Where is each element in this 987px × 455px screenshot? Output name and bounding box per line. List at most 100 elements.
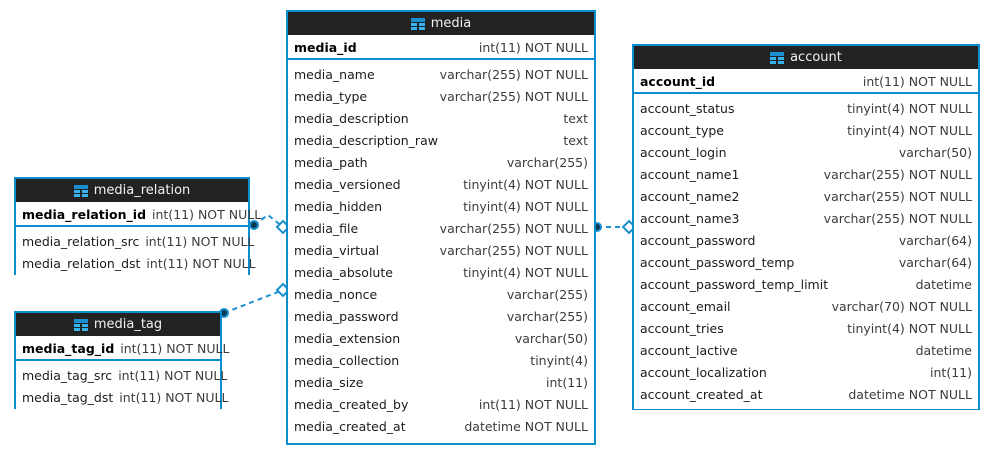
field-type: int(11) NOT NULL (120, 341, 230, 356)
field-name: account_password_temp (640, 255, 795, 270)
field-name: account_name3 (640, 211, 740, 226)
field-row[interactable]: media_password varchar(255) (288, 306, 594, 328)
field-name: media_password (294, 309, 399, 324)
field-row[interactable]: account_password_temp varchar(64) (634, 252, 978, 274)
entity-header-media: media (288, 12, 594, 35)
relation-media_tag-to-media[interactable] (219, 282, 291, 318)
relation-line (253, 213, 284, 228)
field-name: media_description_raw (294, 133, 438, 148)
field-type: varchar(50) (514, 331, 588, 346)
field-type: int(11) NOT NULL (119, 390, 229, 405)
relation-media-to-account[interactable] (592, 219, 637, 235)
field-type: varchar(255) (506, 309, 588, 324)
entity-header-media_tag: media_tag (16, 313, 220, 336)
field-name: media_extension (294, 331, 401, 346)
field-name: media_file (294, 221, 359, 236)
field-type: int(11) NOT NULL (478, 397, 588, 412)
field-name: media_versioned (294, 177, 401, 192)
field-name: media_path (294, 155, 368, 170)
field-row[interactable]: account_login varchar(50) (634, 142, 978, 164)
field-name: account_lactive (640, 343, 738, 358)
field-type: varchar(50) (898, 145, 972, 160)
field-row[interactable]: media_tag_src int(11) NOT NULL (16, 365, 227, 387)
field-type: tinyint(4) NOT NULL (463, 265, 588, 280)
field-name: media_tag_src (22, 368, 113, 383)
field-type: varchar(255) NOT NULL (439, 243, 588, 258)
relation-line (223, 289, 284, 314)
field-name: media_relation_dst (22, 256, 141, 271)
field-name: media_absolute (294, 265, 393, 280)
field-type: tinyint(4) NOT NULL (847, 101, 972, 116)
field-name: account_type (640, 123, 724, 138)
field-row[interactable]: media_absolute tinyint(4) NOT NULL (288, 262, 594, 284)
field-name: account_login (640, 145, 727, 160)
entity-title: media (430, 16, 472, 31)
field-name: account_name1 (640, 167, 740, 182)
field-type: int(11) NOT NULL (118, 368, 228, 383)
field-row[interactable]: media_virtual varchar(255) NOT NULL (288, 240, 594, 262)
field-type: int(11) (930, 365, 972, 380)
field-type: datetime NOT NULL (848, 387, 972, 402)
field-row[interactable]: media_extension varchar(50) (288, 328, 594, 350)
field-type: varchar(64) (898, 255, 972, 270)
field-type: int(11) NOT NULL (145, 234, 255, 249)
field-name: media_relation_id (22, 207, 147, 222)
field-name: media_nonce (294, 287, 378, 302)
field-type: varchar(255) NOT NULL (823, 167, 972, 182)
field-name: account_status (640, 101, 735, 116)
field-type: datetime NOT NULL (464, 419, 588, 434)
field-type: varchar(70) NOT NULL (831, 299, 972, 314)
entity-header-media_relation: media_relation (16, 179, 248, 202)
field-row[interactable]: media_path varchar(255) (288, 152, 594, 174)
field-name: account_tries (640, 321, 724, 336)
table-icon (73, 184, 88, 197)
field-row[interactable]: account_name1 varchar(255) NOT NULL (634, 164, 978, 186)
field-type: varchar(255) (506, 155, 588, 170)
field-row[interactable]: account_status tinyint(4) NOT NULL (634, 98, 978, 120)
field-name: media_virtual (294, 243, 380, 258)
field-name: media_collection (294, 353, 400, 368)
field-type: varchar(255) NOT NULL (439, 67, 588, 82)
field-name: account_password_temp_limit (640, 277, 829, 292)
field-type: tinyint(4) NOT NULL (463, 199, 588, 214)
field-name: account_name2 (640, 189, 740, 204)
